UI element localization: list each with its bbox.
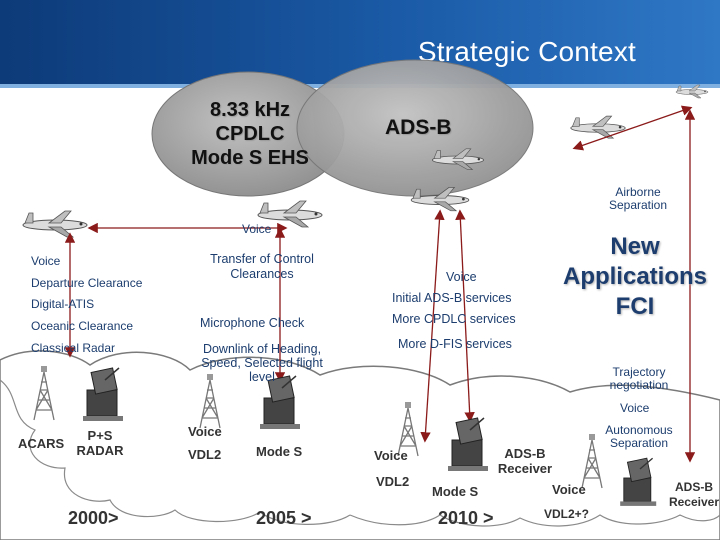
departure-clearance-label: Departure Clearance: [31, 276, 143, 290]
more-cpdlc-services-label: More CPDLC services: [392, 312, 516, 326]
year-2000-label: 2000>: [68, 508, 119, 528]
transfer-of-control-label: Transfer of Control Clearances: [210, 252, 314, 281]
plane-icon: [675, 84, 709, 99]
microphone-check-label: Microphone Check: [200, 316, 305, 330]
airborne-separation-label: Airborne Separation: [608, 185, 668, 212]
link-arrow: [572, 105, 693, 151]
plane-icon: [22, 210, 88, 238]
trajectory-negotiation-label: Trajectory negotiation: [609, 365, 669, 392]
mode-s-2010-label: Mode S: [432, 484, 479, 499]
vdl2-plus-label: VDL2+?: [544, 507, 590, 521]
downlink-label: Downlink of Heading, Speed, Selected fli…: [201, 342, 323, 384]
bubble-left-label: 8.33 kHz CPDLC Mode S EHS: [191, 99, 309, 169]
ps-radar-label: P+S RADAR: [76, 428, 124, 458]
mode-s-2005-label: Mode S: [256, 444, 303, 459]
right-voice-label: Voice: [446, 270, 477, 284]
bubble-right-label: ADS-B: [385, 116, 452, 139]
middle-voice-label: Voice: [242, 222, 272, 236]
voice-far-label: Voice: [552, 482, 586, 497]
cloud-shape: [0, 350, 720, 540]
link-arrow: [420, 209, 445, 443]
year-2005-label: 2005 >: [256, 508, 312, 528]
year-2010-label: 2010 >: [438, 508, 494, 528]
vdl2-2005-label: VDL2: [188, 447, 222, 462]
adsb-receiver-far-label: ADS-B Receiver: [668, 480, 720, 509]
acars-label: ACARS: [18, 436, 65, 451]
classical-radar-label: Classical Radar: [31, 341, 116, 355]
plane-icon: [570, 115, 626, 139]
oceanic-clearance-label: Oceanic Clearance: [31, 319, 134, 333]
cloud-edge-2: [349, 514, 720, 527]
far-right-voice-label: Voice: [620, 401, 650, 415]
link-arrow: [455, 209, 475, 423]
digital-atis-label: Digital-ATIS: [31, 297, 95, 311]
more-dfis-services-label: More D-FIS services: [398, 337, 512, 351]
initial-adsb-services-label: Initial ADS-B services: [392, 291, 512, 305]
cloud-edge-1: [0, 379, 351, 525]
new-applications-label: New Applications FCI: [562, 233, 707, 320]
autonomous-separation-label: Autonomous Separation: [605, 423, 673, 450]
left-voice-label: Voice: [31, 254, 61, 268]
vdl2-2010-label: VDL2: [376, 474, 410, 489]
adsb-receiver-label: ADS-B Receiver: [497, 446, 553, 476]
voice-2010-label: Voice: [374, 448, 408, 463]
voice-2005-label: Voice: [188, 424, 222, 439]
slide-title: Strategic Context: [417, 36, 636, 67]
